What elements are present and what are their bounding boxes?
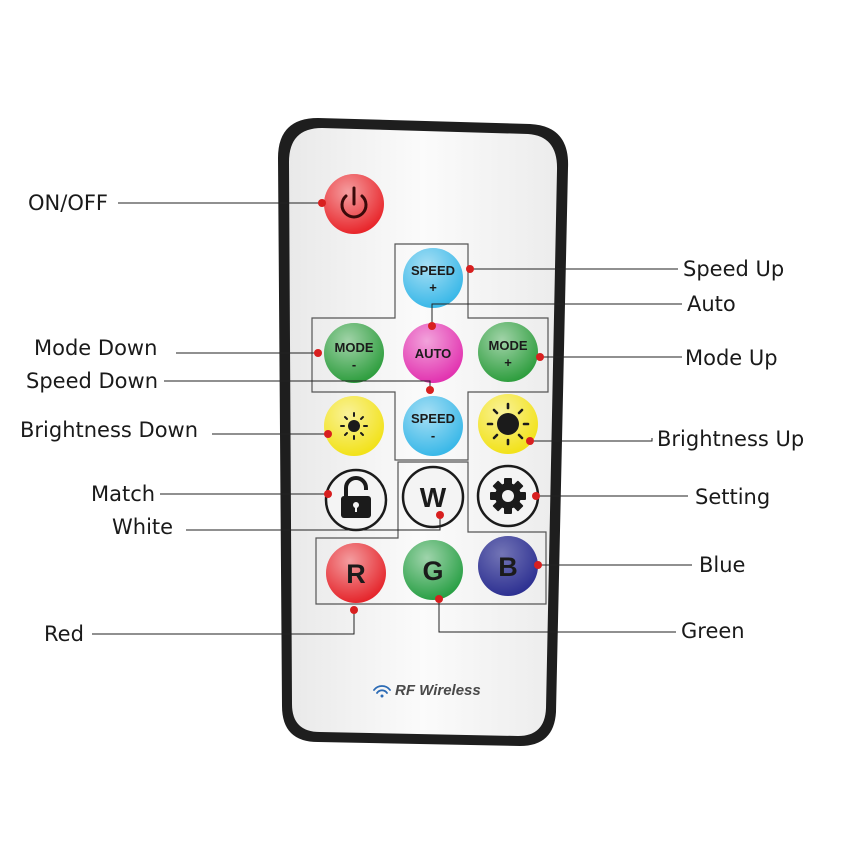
mode-down-button[interactable]: MODE - xyxy=(324,323,384,383)
auto-label: AUTO xyxy=(415,346,452,361)
label-speed-down: Speed Down xyxy=(26,369,158,393)
speed-down-button[interactable]: SPEED - xyxy=(403,396,463,456)
label-on-off: ON/OFF xyxy=(28,191,108,215)
label-setting: Setting xyxy=(695,485,770,509)
label-brightness-down: Brightness Down xyxy=(20,418,198,442)
gear-icon xyxy=(490,478,526,514)
label-white: White xyxy=(112,515,173,539)
mode-up-top: MODE xyxy=(489,338,528,353)
green-button[interactable]: G xyxy=(403,540,463,600)
rf-wireless-text: RF Wireless xyxy=(395,682,481,699)
callout-labels: ON/OFF Speed Up Auto Mode Down Mode Up S… xyxy=(20,191,804,646)
sun-icon xyxy=(486,402,530,446)
label-match: Match xyxy=(91,482,155,506)
power-button[interactable] xyxy=(324,174,384,234)
mode-down-bottom: - xyxy=(352,357,356,372)
speed-up-bottom: + xyxy=(429,280,437,295)
brightness-up-button[interactable] xyxy=(478,394,538,454)
mode-up-button[interactable]: MODE + xyxy=(478,322,538,382)
label-mode-down: Mode Down xyxy=(34,336,157,360)
label-green: Green xyxy=(681,619,745,643)
red-label: R xyxy=(346,559,366,589)
label-mode-up: Mode Up xyxy=(685,346,778,370)
white-button[interactable]: W xyxy=(401,465,465,529)
sun-icon xyxy=(340,412,368,440)
label-auto: Auto xyxy=(687,292,736,316)
rf-wireless-branding: RF Wireless xyxy=(373,682,481,699)
leader-dots xyxy=(314,199,544,614)
mode-up-bottom: + xyxy=(504,355,512,370)
blue-label: B xyxy=(498,552,518,582)
auto-button[interactable]: AUTO xyxy=(403,323,463,383)
mode-down-top: MODE xyxy=(335,340,374,355)
speed-up-top: SPEED xyxy=(411,263,455,278)
red-button[interactable]: R xyxy=(326,543,386,603)
blue-button[interactable]: B xyxy=(478,536,538,596)
speed-down-top: SPEED xyxy=(411,411,455,426)
match-button[interactable] xyxy=(324,468,388,532)
label-red: Red xyxy=(44,622,84,646)
label-blue: Blue xyxy=(699,553,745,577)
white-label: W xyxy=(420,482,447,513)
speed-down-bottom: - xyxy=(431,428,435,443)
button-group-outlines xyxy=(311,243,549,605)
brightness-down-button[interactable] xyxy=(324,396,384,456)
green-label: G xyxy=(422,556,443,586)
power-icon xyxy=(340,186,368,219)
label-brightness-up: Brightness Up xyxy=(657,427,804,451)
label-speed-up: Speed Up xyxy=(683,257,784,281)
leader-lines xyxy=(92,202,692,635)
lock-icon xyxy=(341,476,371,518)
speed-up-button[interactable]: SPEED + xyxy=(403,248,463,308)
wifi-icon xyxy=(373,685,391,698)
setting-button[interactable] xyxy=(476,464,540,528)
